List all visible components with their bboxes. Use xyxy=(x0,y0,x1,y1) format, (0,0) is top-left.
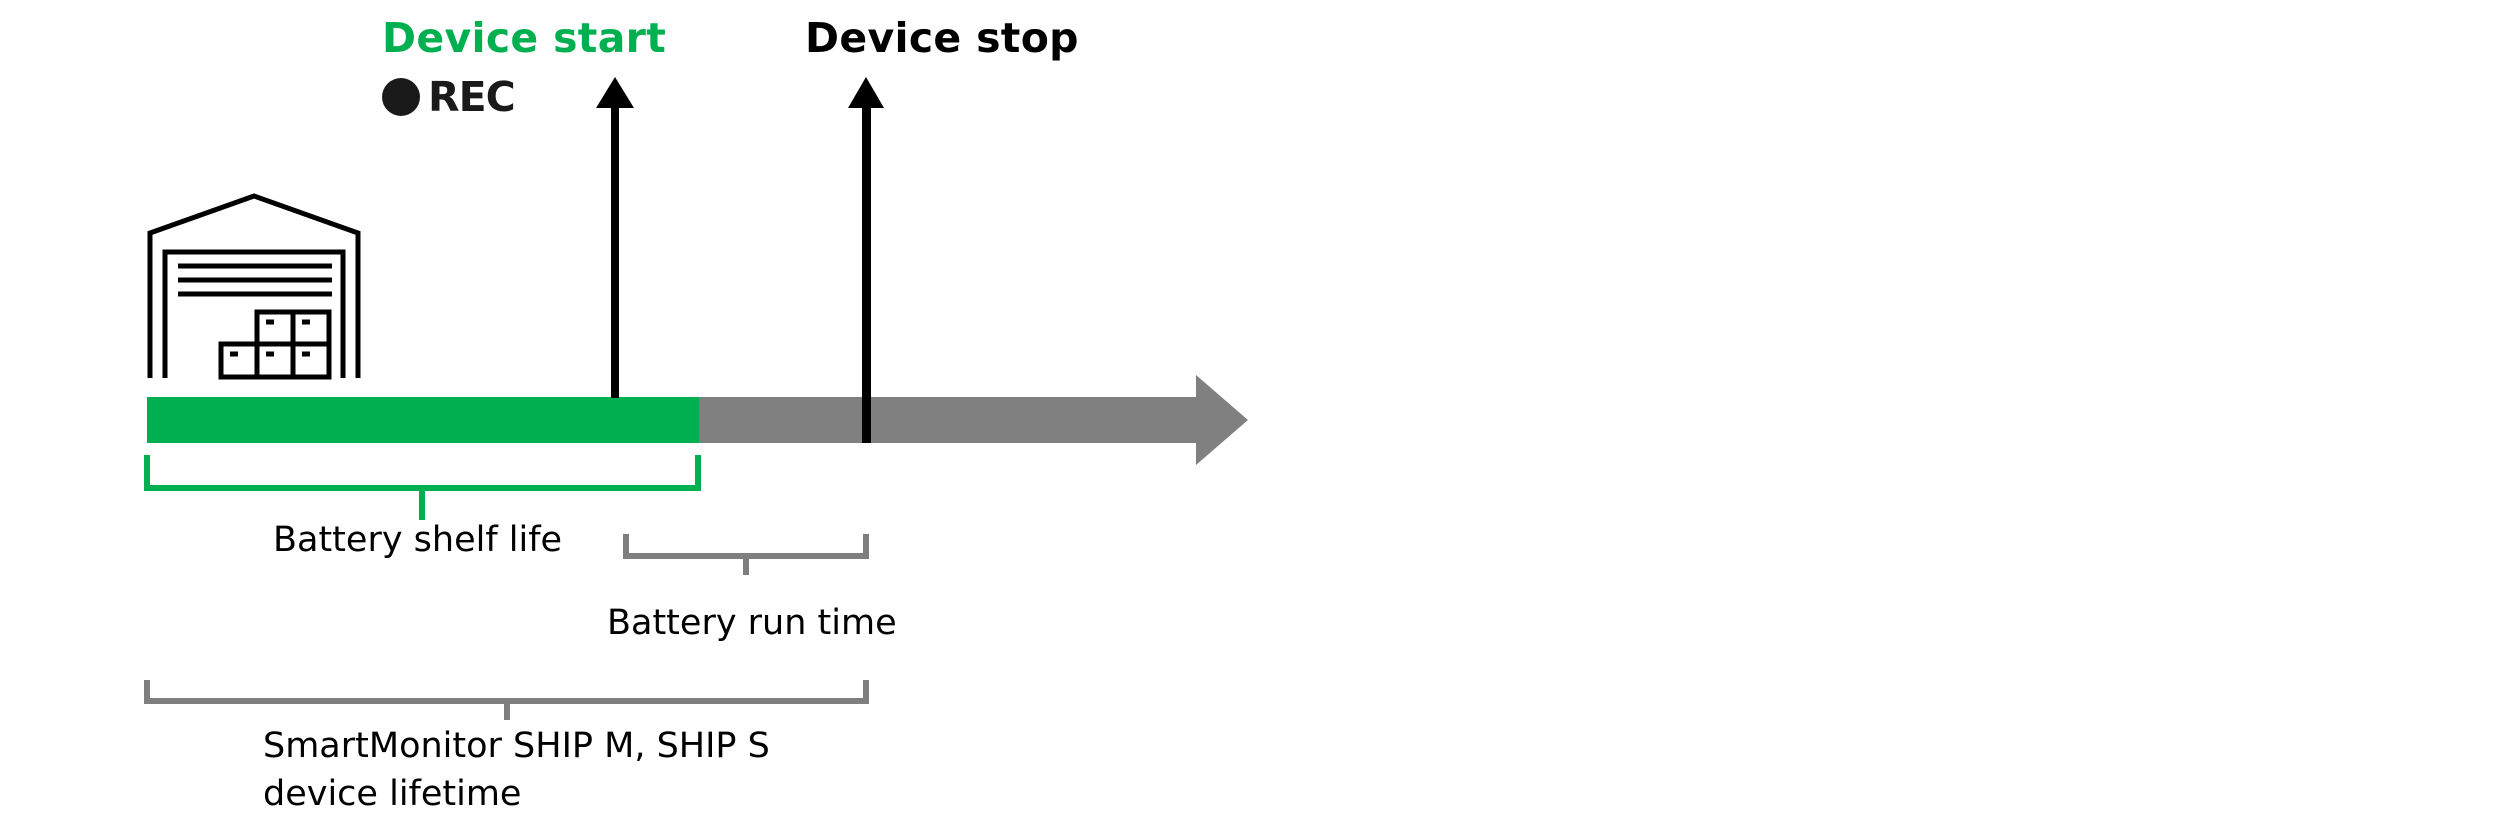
rec-label: REC xyxy=(428,73,516,121)
device-start-arrow xyxy=(596,77,634,398)
warehouse-icon xyxy=(147,193,361,380)
device-start-label: Device start xyxy=(382,14,667,62)
run-time-bracket xyxy=(623,534,869,575)
rec-indicator: REC xyxy=(382,73,516,121)
shelf-life-bar xyxy=(147,397,699,443)
device-lifetime-label: SmartMonitor SHIP M, SHIP S device lifet… xyxy=(263,722,963,818)
battery-run-time-label: Battery run time xyxy=(607,603,897,643)
timeline-arrow xyxy=(695,375,1248,465)
device-stop-arrow xyxy=(848,77,884,443)
rec-dot-icon xyxy=(382,78,420,116)
device-lifetime-line1: SmartMonitor SHIP M, SHIP S xyxy=(263,726,770,766)
battery-shelf-life-label: Battery shelf life xyxy=(273,520,563,560)
device-stop-label: Device stop xyxy=(805,14,1079,62)
shelf-life-bracket xyxy=(144,455,701,520)
device-lifetime-bracket xyxy=(144,680,869,720)
device-lifetime-line2: device lifetime xyxy=(263,774,522,814)
